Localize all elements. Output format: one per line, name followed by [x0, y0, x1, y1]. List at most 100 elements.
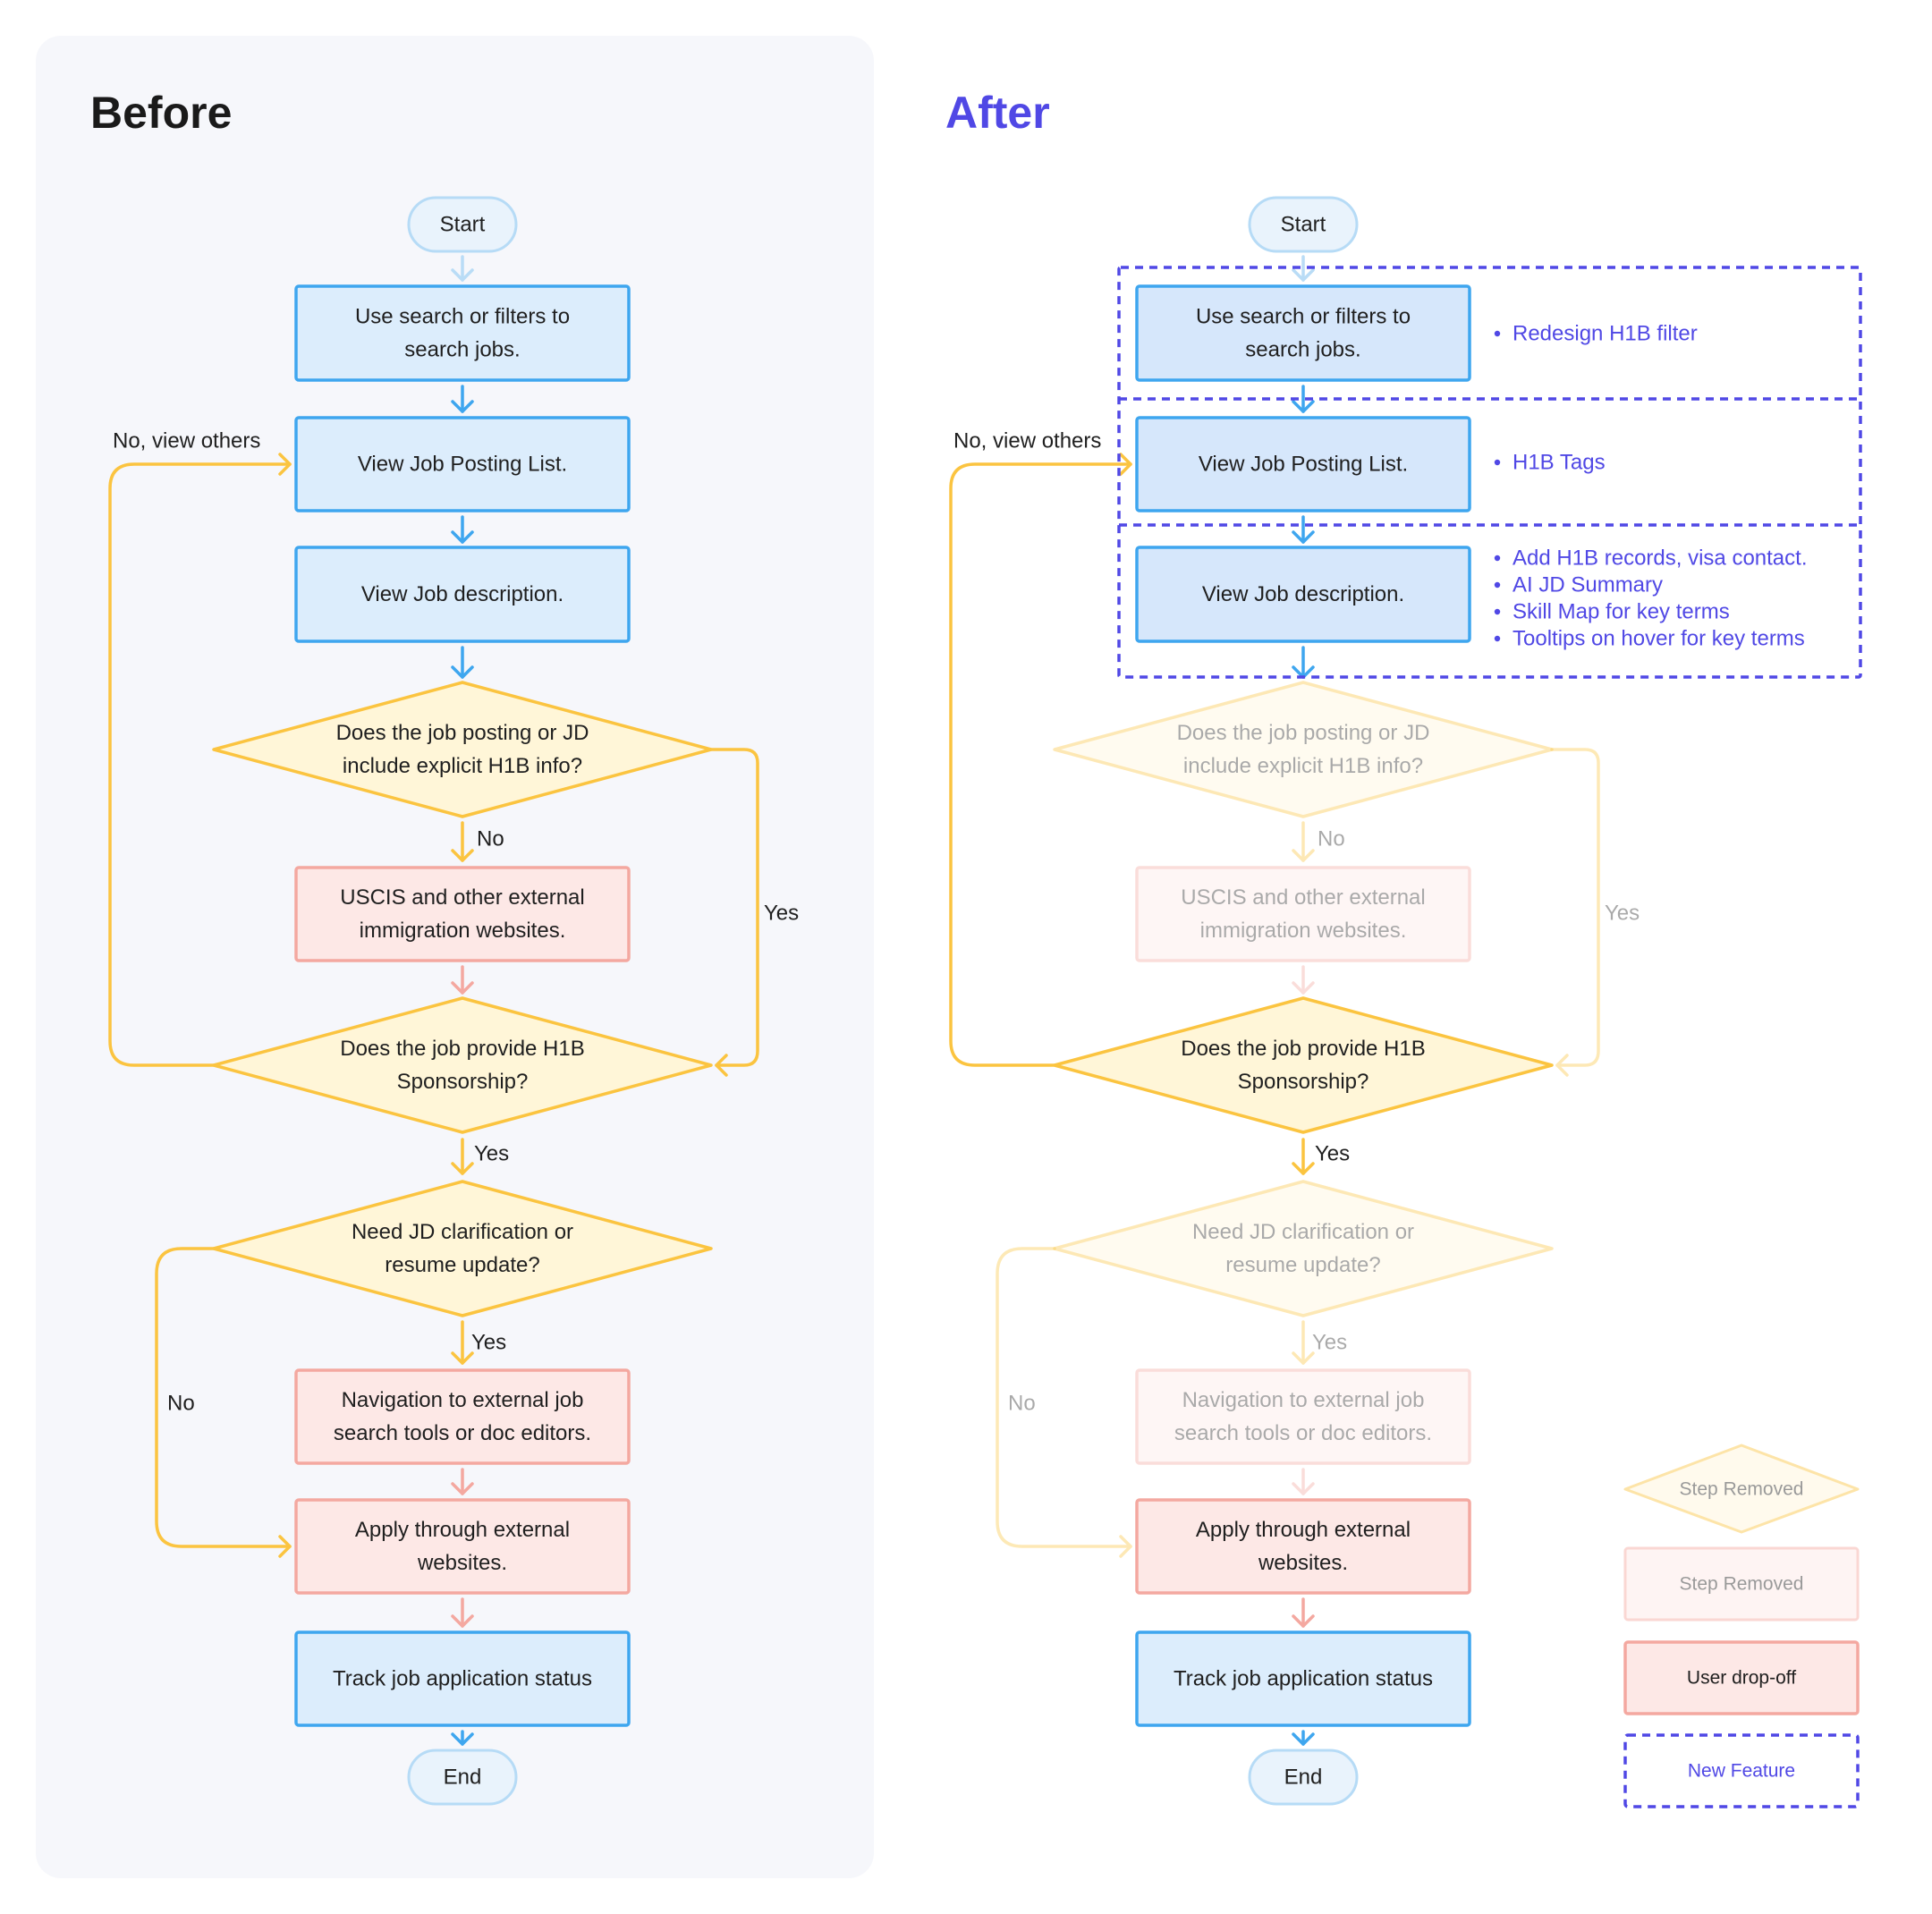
before-q1-no-label: No [477, 827, 504, 851]
after-arrow-q2-no [949, 453, 1132, 1067]
before-heading: Before [90, 88, 233, 138]
after-apply-node-label-line-1: Apply through external [1196, 1518, 1411, 1542]
before-arrow-uscis [451, 965, 474, 995]
legend-user-dropoff: User drop-off [1623, 1640, 1860, 1715]
after-q3-no-label: No [1008, 1392, 1036, 1416]
after-uscis-node-shape [1135, 866, 1471, 962]
before-list-node-label: View Job Posting List. [358, 453, 567, 477]
before-start-node-label: Start [440, 213, 486, 237]
after-q1-node-label-line-1: Does the job posting or JD [1177, 721, 1430, 745]
after-arrow-nav-head [1292, 1482, 1315, 1495]
after-arrow-q2-no-line [949, 462, 1132, 1067]
legend-diamond-label: Step Removed [1680, 1479, 1804, 1500]
after-arrow-start-head [1292, 268, 1315, 282]
before-arrow-desc-head [451, 665, 474, 679]
before-q2-no-label: No, view others [113, 429, 260, 453]
before-uscis-node-shape [294, 866, 631, 962]
after-nav-node-label-line-1: Navigation to external job [1182, 1388, 1425, 1412]
after-arrow-search-head [1292, 400, 1315, 413]
before-q2-yes-label: Yes [474, 1142, 509, 1166]
after-search-node-label-line-2: search jobs. [1245, 338, 1360, 362]
after-q1-node-shape [1053, 681, 1554, 818]
before-arrow-q1-yes [709, 748, 759, 1077]
before-arrow-q2-yes-head [451, 1162, 474, 1175]
after-desc-node: View Job description. [1135, 546, 1471, 643]
after-desc-node-shape [1135, 546, 1471, 643]
after-start-node-label: Start [1281, 213, 1326, 237]
before-q1-node-label-line-2: include explicit H1B info? [343, 754, 582, 778]
before-search-node-shape [294, 284, 631, 382]
feature-list-list-item: H1B Tags [1513, 451, 1606, 475]
before-arrow-q2-no-head [278, 453, 292, 476]
before-q3-no-label: No [167, 1392, 195, 1416]
after-q1-no-label: No [1318, 827, 1345, 851]
before-arrow-uscis-head [451, 981, 474, 995]
feature-list-search-bullet [1494, 330, 1501, 337]
before-desc-node-shape [294, 546, 631, 643]
after-arrow-q1-yes-line [1550, 748, 1600, 1067]
before-q2-node-label-line-2: Sponsorship? [397, 1070, 529, 1094]
feature-list-desc-item: AI JD Summary [1513, 573, 1663, 597]
after-q2-yes-label: Yes [1315, 1142, 1350, 1166]
after-arrow-q1-no-head [1292, 849, 1315, 862]
after-q3-node-shape [1053, 1180, 1554, 1317]
before-q2-node-label-line-1: Does the job provide H1B [340, 1037, 585, 1061]
before-apply-node-label-line-2: websites. [417, 1551, 507, 1575]
before-arrow-list-head [451, 530, 474, 544]
before-arrow-q3-no [155, 1247, 292, 1558]
after-list-node-label: View Job Posting List. [1199, 453, 1408, 477]
after-arrow-uscis [1292, 965, 1315, 995]
before-nav-node-shape [294, 1368, 631, 1465]
after-arrow-start [1292, 255, 1315, 282]
before-track-node: Track job application status [294, 1630, 631, 1727]
before-track-node-label: Track job application status [333, 1667, 592, 1691]
before-q1-node-shape [212, 681, 713, 818]
feature-list-desc-item: Add H1B records, visa contact. [1513, 546, 1807, 571]
after-q2-node-label-line-1: Does the job provide H1B [1181, 1037, 1426, 1061]
before-arrow-desc [451, 646, 474, 679]
after-arrow-q3-no-line [996, 1247, 1132, 1548]
feature-list-desc: Add H1B records, visa contact.AI JD Summ… [1494, 546, 1807, 651]
after-end-node: End [1248, 1749, 1359, 1806]
before-q3-node-label-line-1: Need JD clarification or [352, 1220, 573, 1244]
legend-diamond-shape [1623, 1444, 1860, 1534]
after-desc-node-label: View Job description. [1202, 582, 1404, 606]
after-arrow-q1-no [1292, 821, 1315, 862]
new-feature-region [1117, 266, 1862, 679]
after-arrow-list-head [1292, 530, 1315, 544]
after-list-node: View Job Posting List. [1135, 416, 1471, 512]
after-q2-yes-label: Yes [1315, 1142, 1350, 1166]
before-arrow-q3-yes-head [451, 1351, 474, 1365]
after-arrow-search [1292, 385, 1315, 413]
before-start-node: Start [407, 196, 518, 253]
before-arrow-q2-no-line [108, 462, 292, 1067]
after-heading: After [945, 88, 1050, 138]
before-arrow-apply-head [451, 1614, 474, 1628]
after-arrow-track [1292, 1730, 1315, 1746]
before-desc-node-label: View Job description. [361, 582, 564, 606]
after-uscis-node-label-line-2: immigration websites. [1200, 919, 1407, 943]
after-search-node-label-line-1: Use search or filters to [1196, 305, 1411, 329]
before-arrow-nav [451, 1468, 474, 1495]
before-arrow-apply [451, 1597, 474, 1628]
after-arrow-q2-yes-head [1292, 1162, 1315, 1175]
legend-feature-shape [1623, 1733, 1860, 1808]
after-q1-yes-label: Yes [1605, 902, 1640, 926]
before-arrow-q1-yes-head [715, 1054, 728, 1077]
before-end-node-label: End [444, 1766, 482, 1790]
after-list-node-shape [1135, 416, 1471, 512]
before-q3-no-label: No [167, 1392, 195, 1416]
after-q1-no-label: No [1318, 827, 1345, 851]
before-list-node: View Job Posting List. [294, 416, 631, 512]
before-arrow-nav-head [451, 1482, 474, 1495]
after-start-node-shape [1248, 196, 1359, 253]
before-arrow-q3-yes [451, 1320, 474, 1365]
legend-box-label: Step Removed [1680, 1574, 1804, 1595]
